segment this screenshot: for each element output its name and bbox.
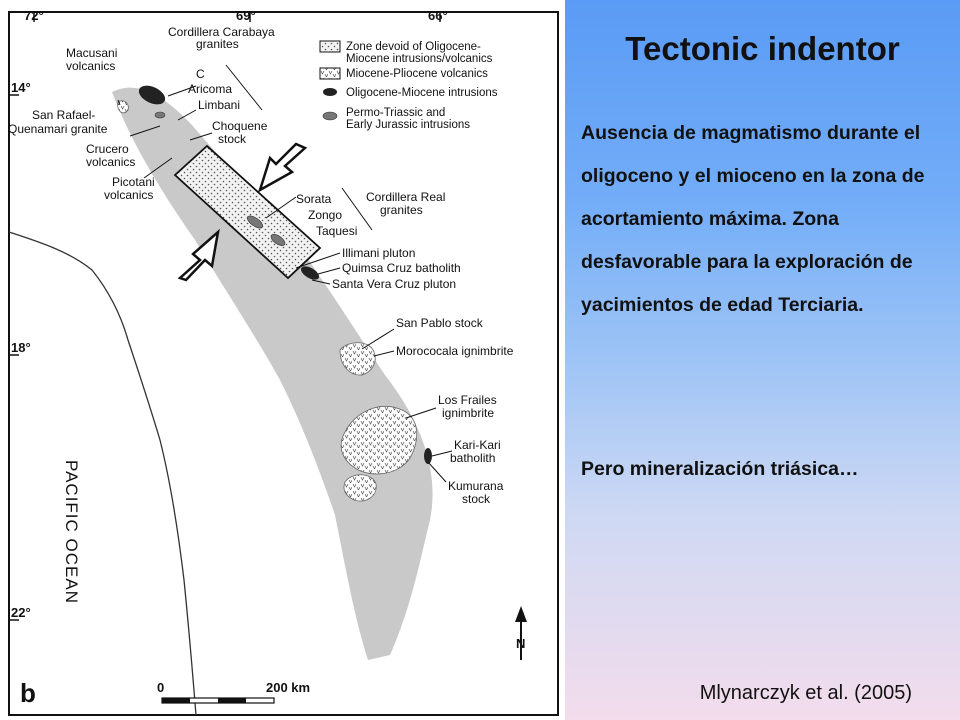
label-cordillera-real-2: granites [380, 203, 423, 217]
label-macusani-1: Macusani [66, 46, 117, 60]
label-san-rafael-2: Quenamari granite [8, 122, 108, 136]
legend-swatch-volcanics [319, 67, 341, 80]
indentor-arrow-upper [257, 142, 308, 193]
legend-zone-line2: Miocene intrusions/volcanics [346, 53, 493, 65]
north-label: N [516, 636, 525, 651]
intrusions [138, 85, 432, 464]
panel-letter: b [20, 678, 36, 708]
scale-bar [161, 697, 275, 704]
label-taquesi: Taquesi [316, 224, 357, 238]
label-choquene-1: Choquene [212, 119, 268, 133]
scale-start-label: 0 [157, 680, 164, 695]
label-kumurana-1: Kumurana [448, 479, 504, 493]
lon-72-label: 72° [24, 8, 44, 23]
label-picotani-2: volcanics [104, 188, 153, 202]
leader-lines [117, 64, 453, 483]
label-coasa: C [196, 67, 205, 81]
text-panel: Tectonic indentor Ausencia de magmatismo… [565, 0, 960, 720]
ocean-label: PACIFIC OCEAN [62, 460, 81, 604]
label-illimani: Illimani pluton [342, 246, 415, 260]
slide-title: Tectonic indentor [625, 30, 900, 67]
lat-18-label: 18° [11, 340, 31, 355]
map-figure: 72° 69° 66° 14° 18° 22° Zone devoid of O… [8, 8, 559, 716]
graticule-ticks [9, 12, 441, 621]
label-quimsa: Quimsa Cruz batholith [342, 261, 461, 275]
label-choquene-2: stock [218, 132, 247, 146]
label-aricoma: Aricoma [188, 82, 232, 96]
slide-body: Ausencia de magmatismo durante el oligoc… [581, 122, 925, 316]
label-kumurana-2: stock [462, 492, 491, 506]
permo-triassic-intrusions [154, 111, 286, 246]
label-zongo: Zongo [308, 208, 342, 222]
indentor-arrow-lower [177, 228, 220, 282]
citation: Mlynarczyk et al. (2005) [699, 682, 912, 704]
geologic-map: 72° 69° 66° 14° 18° 22° Zone devoid of O… [8, 8, 559, 716]
lat-14-label: 14° [11, 80, 31, 95]
label-crucero-2: volcanics [86, 155, 135, 169]
label-san-rafael-1: San Rafael- [32, 108, 95, 122]
legend-permo-line1: Permo-Triassic and [346, 107, 445, 119]
label-santa-vera: Santa Vera Cruz pluton [332, 277, 456, 291]
label-los-frailes-1: Los Frailes [438, 393, 497, 407]
map-place-labels: Cordillera Carabaya granites Macusani vo… [8, 25, 514, 506]
label-picotani-1: Picotani [112, 175, 155, 189]
label-cordillera-carabaya-2: granites [196, 37, 239, 51]
legend-zone-line1: Zone devoid of Oligocene- [346, 41, 481, 53]
lat-22-label: 22° [11, 605, 31, 620]
label-sorata: Sorata [296, 192, 332, 206]
north-arrow-icon [515, 606, 527, 660]
label-kari-kari-2: batholith [450, 451, 495, 465]
coastline [8, 231, 197, 716]
label-macusani-2: volcanics [66, 59, 115, 73]
lon-66-label: 66° [428, 8, 448, 23]
label-kari-kari-1: Kari-Kari [454, 438, 501, 452]
volcanic-fields [117, 100, 418, 502]
magmatic-belt [112, 87, 433, 660]
legend-oligocene: Oligocene-Miocene intrusions [346, 87, 498, 99]
legend-swatch-zone [319, 40, 341, 53]
label-limbani: Limbani [198, 98, 240, 112]
legend-volcanics: Miocene-Pliocene volcanics [346, 68, 488, 80]
label-cordillera-real-1: Cordillera Real [366, 190, 445, 204]
label-morococala: Morococala ignimbrite [396, 344, 514, 358]
label-cordillera-carabaya-1: Cordillera Carabaya [168, 25, 275, 39]
legend-swatch-permo [322, 111, 338, 121]
scale-end-label: 200 km [266, 680, 310, 695]
legend-permo-line2: Early Jurassic intrusions [346, 119, 470, 131]
legend-swatch-oligocene [323, 88, 337, 96]
label-crucero-1: Crucero [86, 142, 129, 156]
lon-69-label: 69° [236, 8, 256, 23]
label-san-pablo: San Pablo stock [396, 316, 484, 330]
label-los-frailes-2: ignimbrite [442, 406, 494, 420]
slide-note: Pero mineralización triásica… [581, 458, 859, 480]
